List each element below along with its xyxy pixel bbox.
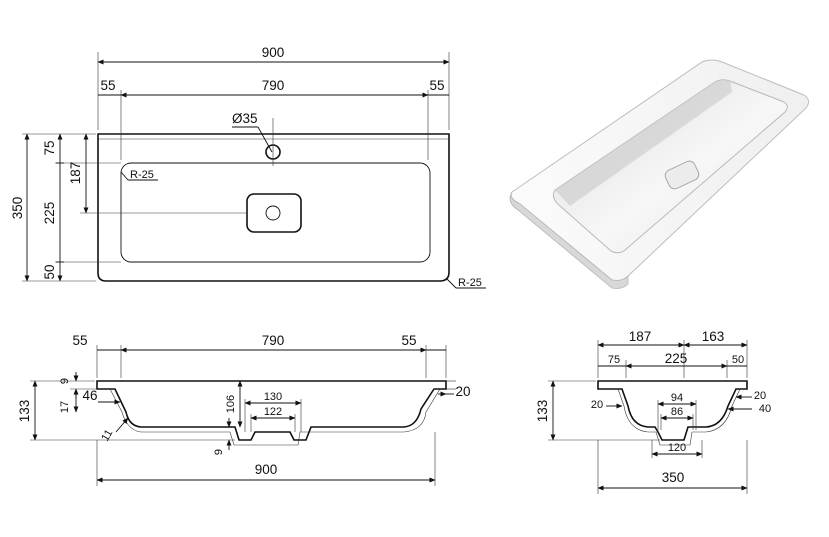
top-depth-front-label: 75 bbox=[42, 140, 57, 155]
side-overall-height-label: 133 bbox=[535, 400, 550, 423]
side-left-offset-label: 20 bbox=[591, 399, 603, 411]
render-side-edge bbox=[509, 191, 629, 289]
top-basin-depth-label: 225 bbox=[42, 202, 57, 225]
front-dim-height: 133 bbox=[17, 380, 235, 441]
top-tap-hole-callout: Ø35 bbox=[232, 111, 274, 166]
front-left-margin-label: 55 bbox=[72, 333, 87, 348]
top-tap-hole-label: Ø35 bbox=[232, 111, 258, 126]
front-rim-height-label: 17 bbox=[59, 401, 71, 413]
top-left-margin-label: 55 bbox=[100, 78, 115, 93]
top-inner-width-label: 790 bbox=[262, 78, 285, 93]
side-dim-top-widths: 187 163 bbox=[597, 329, 748, 378]
top-overall-width-label: 900 bbox=[262, 45, 285, 60]
side-dim-overall-depth: 350 bbox=[597, 440, 748, 494]
front-top-thickness-label: 9 bbox=[59, 378, 71, 384]
side-dim-height: 133 bbox=[535, 380, 660, 441]
top-depth-to-drain-label: 187 bbox=[68, 162, 83, 185]
top-inner-radius-label: R-25 bbox=[130, 169, 154, 181]
top-outer-radius-label: R-25 bbox=[458, 277, 482, 289]
front-rim-right-label: 20 bbox=[455, 384, 470, 399]
side-front-margin-label: 75 bbox=[608, 354, 620, 366]
top-view-outline bbox=[97, 133, 450, 282]
side-dim-parts: 75 225 50 bbox=[598, 351, 747, 378]
front-drain-inner-label: 122 bbox=[264, 406, 282, 418]
side-dim-drain: 94 86 120 bbox=[651, 392, 703, 458]
side-right-offset-bottom-label: 40 bbox=[759, 403, 771, 415]
top-radius-callouts: R-25 R-25 bbox=[120, 169, 486, 289]
front-overall-width-label: 900 bbox=[255, 462, 278, 477]
front-dim-drain: 130 122 bbox=[244, 391, 302, 432]
front-drain-outer-label: 130 bbox=[264, 391, 282, 403]
front-section-view: 55 790 55 133 9 17 46 11 106 bbox=[17, 333, 471, 486]
top-overall-depth-label: 350 bbox=[10, 197, 25, 220]
render-basin-inner-wall bbox=[555, 79, 732, 206]
front-dim-rim: 9 17 46 11 bbox=[59, 372, 129, 444]
front-rim-step-label: 46 bbox=[82, 388, 97, 403]
side-drain-inner-label: 86 bbox=[671, 406, 683, 418]
side-drain-base-label: 120 bbox=[668, 442, 686, 454]
front-overall-height-label: 133 bbox=[17, 400, 32, 423]
front-dim-bowl-height: 106 bbox=[225, 380, 243, 428]
sink-3d-render bbox=[509, 59, 810, 289]
side-section-profile bbox=[597, 380, 748, 441]
side-front-width-label: 187 bbox=[629, 329, 652, 344]
side-overall-depth-label: 350 bbox=[662, 470, 685, 485]
side-dim-offsets: 20 20 40 bbox=[591, 390, 771, 415]
render-drain bbox=[664, 160, 700, 190]
front-dim-overall-width: 900 bbox=[96, 432, 436, 486]
top-view: 900 790 55 55 Ø35 350 bbox=[10, 45, 486, 289]
top-dim-overall-width: 900 bbox=[97, 45, 450, 130]
side-section-view: 187 163 75 225 50 133 20 20 40 bbox=[535, 329, 771, 494]
front-bowl-height-label: 106 bbox=[225, 395, 237, 413]
top-dim-depth-to-drain: 187 bbox=[68, 133, 247, 214]
front-inner-width-label: 790 bbox=[262, 333, 285, 348]
side-back-width-label: 163 bbox=[702, 329, 725, 344]
top-dim-inner-width: 790 55 55 bbox=[98, 78, 449, 160]
side-right-offset-top-label: 20 bbox=[754, 390, 766, 402]
front-bottom-thickness-label: 9 bbox=[213, 449, 225, 455]
front-dim-top-widths: 55 790 55 bbox=[72, 333, 447, 378]
front-dim-bottom-thickness: 9 bbox=[213, 418, 232, 455]
top-depth-back-label: 50 bbox=[42, 264, 57, 279]
top-right-margin-label: 55 bbox=[429, 78, 444, 93]
front-dim-rim-right: 20 bbox=[438, 380, 471, 399]
front-inner-radius-label: 11 bbox=[99, 428, 115, 444]
top-dim-depth-parts: 75 225 50 bbox=[42, 133, 121, 282]
side-basin-depth-label: 225 bbox=[665, 351, 688, 366]
front-right-margin-label: 55 bbox=[401, 333, 416, 348]
side-back-margin-label: 50 bbox=[732, 354, 744, 366]
side-drain-outer-label: 94 bbox=[671, 392, 683, 404]
